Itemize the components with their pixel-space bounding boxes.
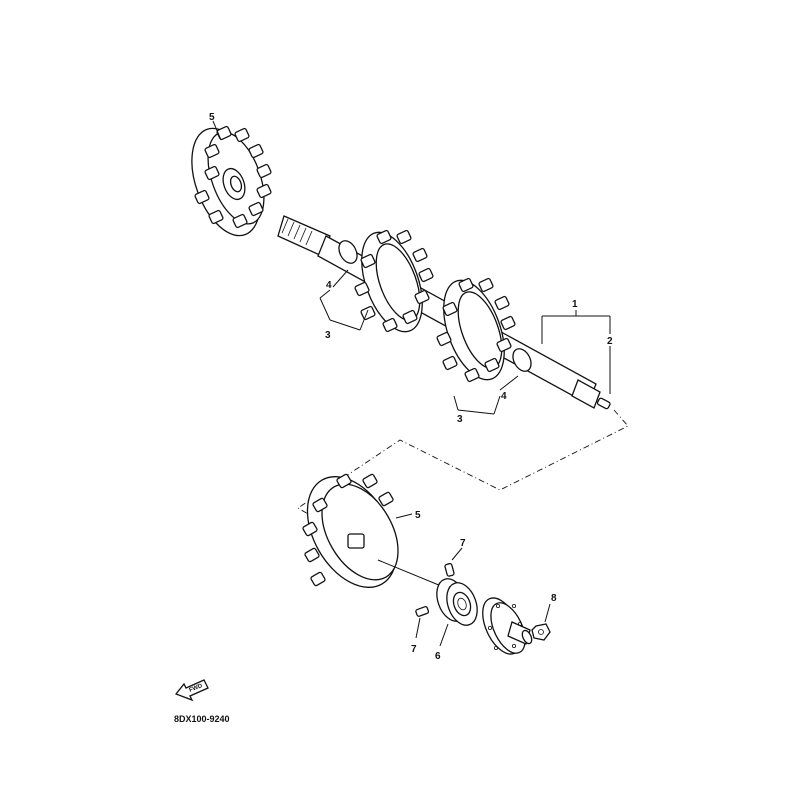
callout-3-left: 3 <box>325 330 331 341</box>
drawing-code: 8DX100-9240 <box>174 714 230 724</box>
callout-4-right: 4 <box>501 391 507 402</box>
set-screw-bottom <box>415 606 430 617</box>
callout-1: 1 <box>572 299 578 310</box>
leader-axis-bearing <box>377 559 447 589</box>
leader-5-top <box>212 120 222 141</box>
leader-5-bottom <box>395 513 413 519</box>
callout-7-top: 7 <box>460 538 466 549</box>
callout-4-left: 4 <box>326 280 332 291</box>
flange-hub <box>482 597 533 655</box>
callout-leaders-shaft <box>319 269 611 415</box>
callout-5-top: 5 <box>209 112 215 123</box>
track-sprocket-right <box>436 277 516 383</box>
set-screw-top <box>444 562 455 577</box>
callout-7-bottom: 7 <box>411 644 417 655</box>
leader-8 <box>544 603 551 623</box>
leader-7-top <box>451 547 463 561</box>
fwd-direction-icon: FWD <box>174 679 209 702</box>
callout-6: 6 <box>435 651 441 662</box>
bearing <box>436 578 478 626</box>
drive-sprocket-wheel-bottom <box>302 473 399 588</box>
callout-3-right: 3 <box>457 414 463 425</box>
assembly-reference-lines <box>297 409 629 521</box>
hex-bore <box>347 533 365 549</box>
callout-8: 8 <box>551 593 557 604</box>
leader-7-bottom <box>415 617 421 639</box>
track-sprocket-left <box>354 229 434 333</box>
nut <box>531 623 551 641</box>
drive-sprocket-wheel-top <box>191 125 272 237</box>
callout-5-bottom: 5 <box>415 510 421 521</box>
callout-2: 2 <box>607 336 613 347</box>
fwd-label: FWD <box>189 683 205 694</box>
leader-6 <box>439 623 449 647</box>
